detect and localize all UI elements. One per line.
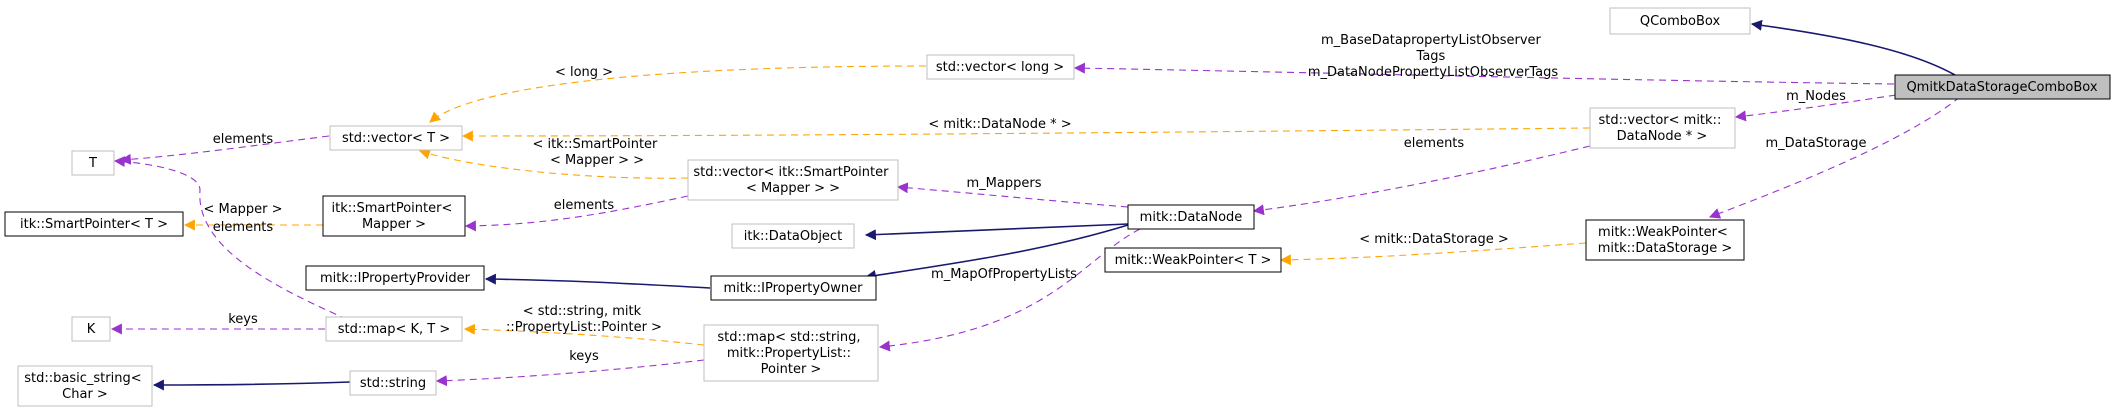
edges [110,19,1961,391]
edge-datanode-inherits-dataobject [864,223,1129,241]
svg-text:std::map< K, T >: std::map< K, T > [338,322,451,337]
label-keys-k: keys [228,312,258,327]
label-datastorage: m_DataStorage [1765,136,1866,151]
svg-text:std::map< std::string,: std::map< std::string, mitk::PropertyLis… [717,330,864,377]
edge-datanode-elements [1252,145,1591,216]
edge-datastorage [1708,96,1961,219]
label-long: < long > [555,65,613,80]
edge-string-pl-template [463,323,705,346]
node-std-vector-long[interactable]: std::vector< long > [926,54,1075,80]
node-mitk-ipropertyowner[interactable]: mitk::IPropertyOwner [710,275,877,301]
svg-text:QComboBox: QComboBox [1640,14,1721,29]
edge-vec-t-elements [119,135,330,165]
node-std-map-string-propertylist[interactable]: std::map< std::string, mitk::PropertyLis… [703,324,879,382]
node-qmitk-data-storage-combobox[interactable]: QmitkDataStorageComboBox [1894,74,2111,100]
edge-focus-inherits-qcombobox [1750,19,1956,76]
node-std-vector-t[interactable]: std::vector< T > [329,125,463,151]
svg-text:mitk::WeakPointer< T >: mitk::WeakPointer< T > [1115,253,1272,268]
label-mappers: m_Mappers [967,176,1042,191]
label-observer-tags: m_BaseDatapropertyListObserver Tags m_Da… [1308,33,1559,80]
svg-text:std::string: std::string [360,376,426,391]
svg-text:itk::SmartPointer< Map: itk::SmartPointer< Mapper > [332,201,457,232]
edge-spmapper-elements [464,195,689,232]
svg-text:T: T [88,156,97,171]
svg-text:mitk::IPropertyProvider: mitk::IPropertyProvider [320,271,471,286]
edge-mappers [896,182,1129,208]
edge-sp-mapper-template [418,148,689,179]
label-sp-mapper-tmpl: < itk::SmartPointer < Mapper > > [532,137,661,168]
svg-text:K: K [87,322,96,337]
edge-ds-template [1279,242,1587,266]
node-mitk-datanode[interactable]: mitk::DataNode [1127,204,1255,230]
svg-text:QmitkDataStorageComboBox: QmitkDataStorageComboBox [1906,80,2097,95]
label-spm-elements: elements [554,198,615,213]
nodes: QComboBox QmitkDataStorageComboBox std::… [4,7,2111,407]
node-itk-smartpointer-t[interactable]: itk::SmartPointer< T > [4,211,184,237]
edge-ipropertyowner-inherits-provider [484,273,711,289]
node-k[interactable]: K [71,316,111,342]
node-mitk-weakpointer-t[interactable]: mitk::WeakPointer< T > [1104,247,1282,273]
label-nodes: m_Nodes [1786,89,1846,104]
node-itk-smartpointer-mapper[interactable]: itk::SmartPointer< Mapper > [322,195,466,237]
svg-text:std::vector< long >: std::vector< long > [936,60,1064,75]
edge-observer-tags [1073,62,1895,85]
node-std-vector-smartpointer-mapper[interactable]: std::vector< itk::SmartPointer < Mapper … [687,159,899,201]
label-mapper-tmpl: < Mapper > [203,202,282,217]
edge-map-of-property-lists [878,228,1141,352]
edge-map-elements [113,156,359,325]
node-mitk-ipropertyprovider[interactable]: mitk::IPropertyProvider [305,265,485,291]
node-mitk-weakpointer-datastorage[interactable]: mitk::WeakPointer< mitk::DataStorage > [1585,219,1745,261]
node-std-string[interactable]: std::string [349,370,437,396]
svg-text:std::vector< itk::SmartPointer: std::vector< itk::SmartPointer < Mapper … [693,165,892,196]
edge-datanode-inherits-ipropertyowner [864,224,1129,281]
svg-text:std::vector< T >: std::vector< T > [342,131,450,146]
node-std-vector-datanode[interactable]: std::vector< mitk:: DataNode * > [1589,107,1736,149]
edge-datanode-ptr-template [461,127,1591,142]
svg-text:itk::SmartPointer< T >: itk::SmartPointer< T > [20,217,168,232]
svg-text:std::vector< mitk:: Da: std::vector< mitk:: DataNode * > [1599,113,1726,144]
edge-nodes [1734,94,1897,122]
label-keys-string: keys [569,349,599,364]
svg-text:std::basic_string< Cha: std::basic_string< Char > [24,371,145,402]
label-ds-tmpl: < mitk::DataStorage > [1359,232,1509,247]
svg-text:mitk::IPropertyOwner: mitk::IPropertyOwner [724,281,864,296]
svg-text:mitk::DataNode: mitk::DataNode [1140,210,1243,225]
label-datanode-ptr: < mitk::DataNode * > [928,117,1071,132]
edge-long-template [429,65,927,123]
label-dn-elements: elements [1404,136,1465,151]
edge-keys-string [435,359,705,387]
edge-labels: m_BaseDatapropertyListObserver Tags m_Da… [203,33,1866,364]
label-map-of-pl: m_MapOfPropertyLists [931,267,1077,282]
label-string-pl-tmpl: < std::string, mitk ::PropertyList::Poin… [506,304,662,335]
svg-text:itk::DataObject: itk::DataObject [744,229,842,244]
label-vec-t-elements: elements [213,132,274,147]
node-t[interactable]: T [71,150,115,176]
label-map-elements: elements [213,220,274,235]
node-std-map-k-t[interactable]: std::map< K, T > [325,316,463,342]
node-qcombobox[interactable]: QComboBox [1609,7,1751,35]
svg-text:mitk::WeakPointer< mit: mitk::WeakPointer< mitk::DataStorage > [1598,225,1733,256]
node-itk-dataobject[interactable]: itk::DataObject [731,223,855,249]
edge-string-inherits-basic-string [152,379,351,391]
node-std-basic-string[interactable]: std::basic_string< Char > [17,365,153,407]
